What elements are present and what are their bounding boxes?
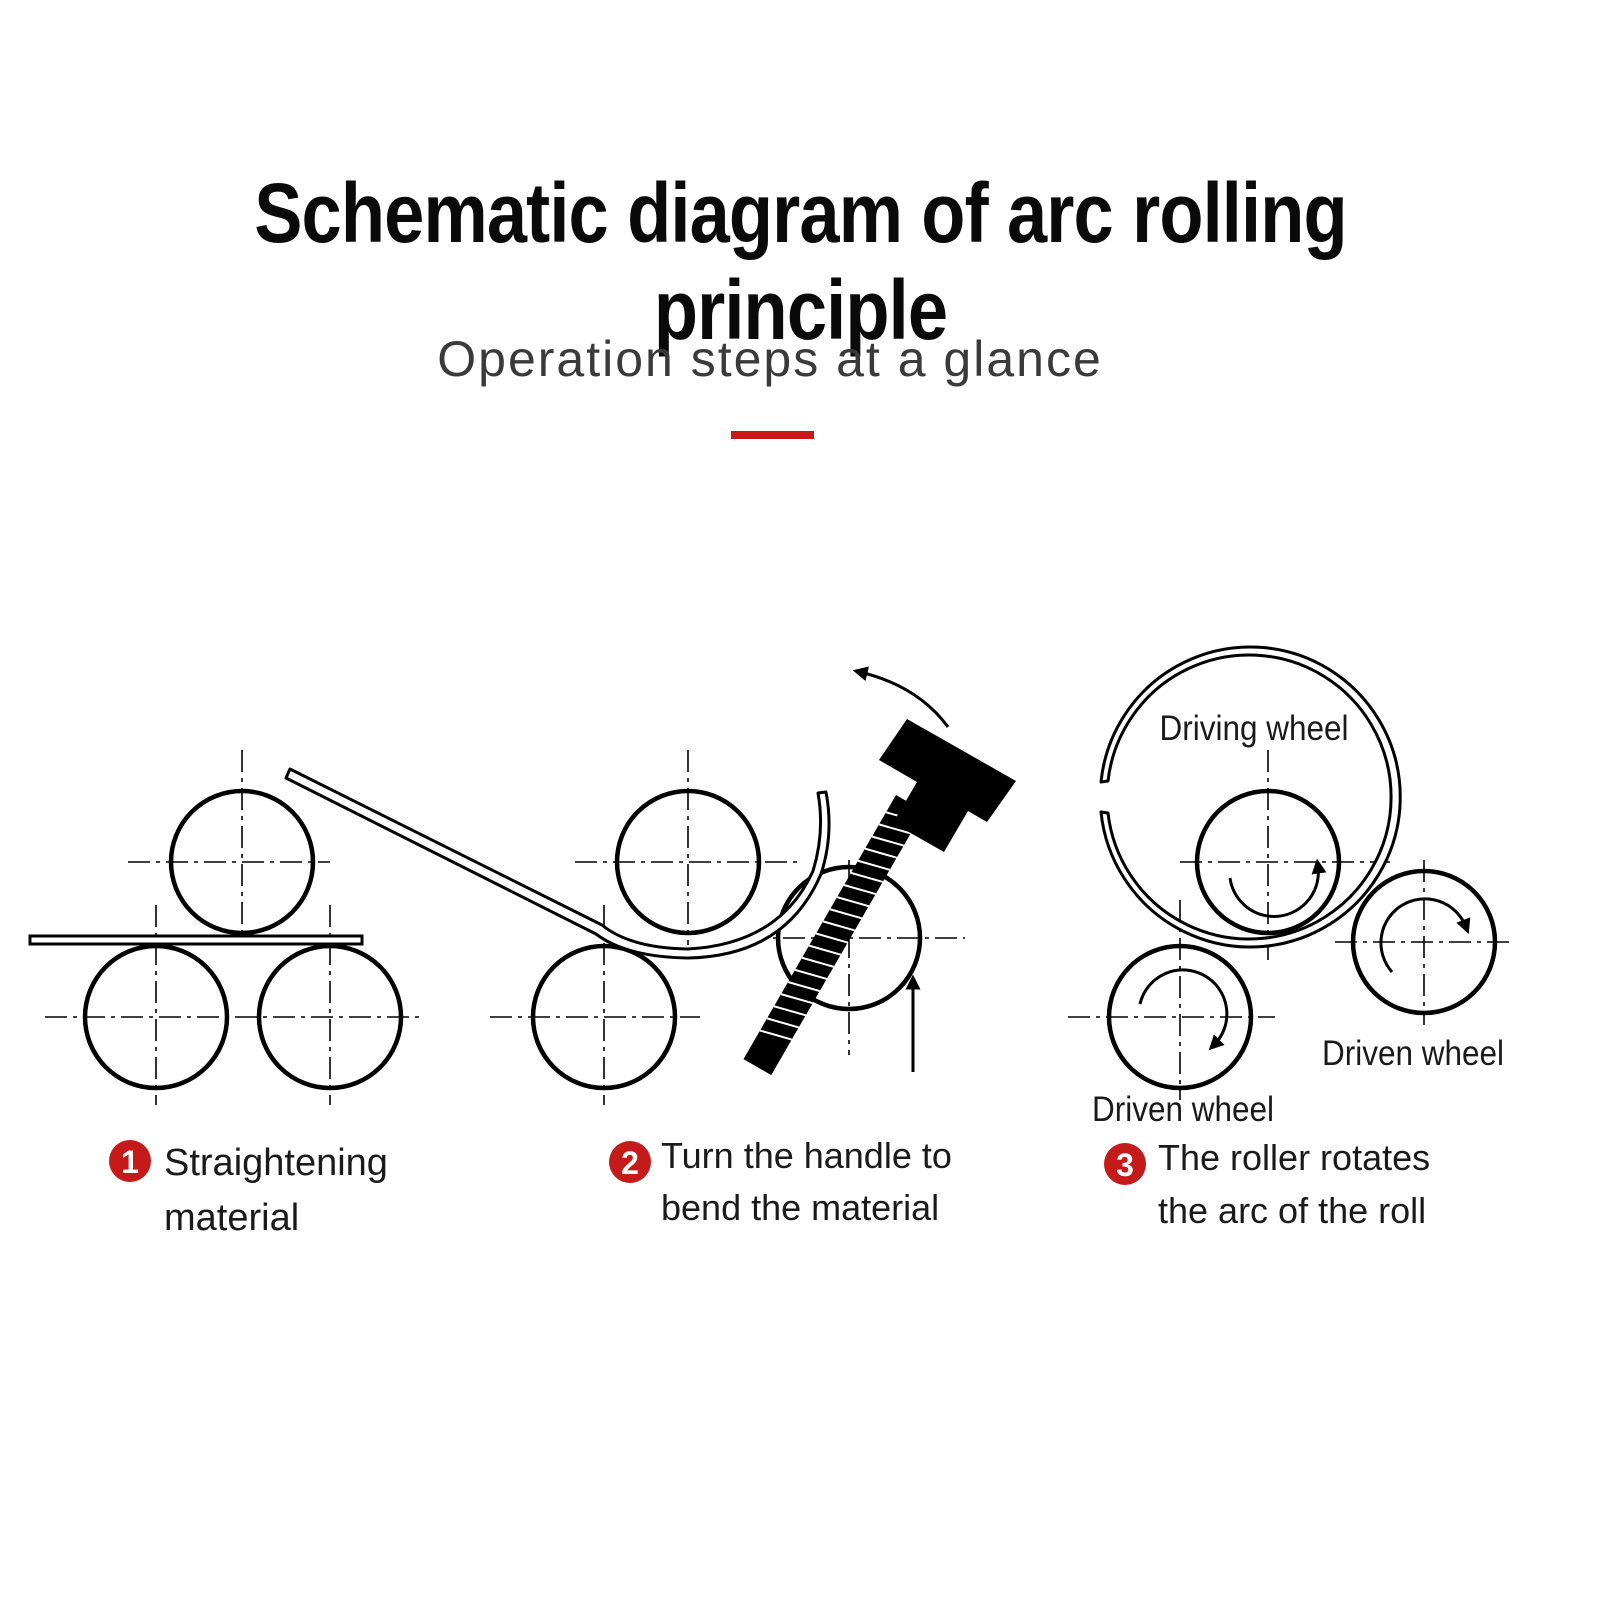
step2-pressure-roller: [775, 864, 923, 1012]
step2-number-badge: [609, 1141, 651, 1183]
step1-caption: 1 Straightening material: [109, 1140, 388, 1239]
step2-bending-material: [284, 767, 831, 960]
step1-flat-material: [28, 934, 364, 946]
step3-diagram: Driving wheel Driven wheel Driven wheel: [1068, 645, 1510, 1130]
accent-divider: [731, 431, 814, 439]
step3-number-badge: [1104, 1143, 1146, 1185]
step1-centerlines: [45, 750, 425, 1105]
step2-line2: bend the material: [661, 1187, 939, 1228]
step1-line1: Straightening: [164, 1142, 388, 1184]
step2-diagram: [284, 666, 1016, 1105]
page-title: Schematic diagram of arc rolling princip…: [254, 166, 1347, 357]
driven-wheel-left-circle: [1106, 943, 1254, 1091]
driven-left-rotation-arrow: [1138, 968, 1229, 1051]
step1-line2: material: [164, 1197, 299, 1239]
step3-line2: the arc of the roll: [1158, 1190, 1426, 1231]
page-subtitle: Operation steps at a glance: [437, 331, 1103, 387]
driven-wheel-right-circle: [1350, 868, 1498, 1016]
driving-rotation-arrow: [1228, 858, 1327, 918]
driven-wheel-right-label: Driven wheel: [1322, 1035, 1504, 1074]
step2-caption: 2 Turn the handle to bend the material: [609, 1135, 952, 1228]
handle-rotate-arrow: [852, 666, 950, 728]
step3-centerlines: [1068, 750, 1510, 1100]
step3-line1: The roller rotates: [1158, 1137, 1430, 1178]
step1-diagram: [28, 750, 425, 1105]
step1-number-badge: [109, 1140, 151, 1182]
driving-wheel-circle: [1194, 788, 1342, 936]
step3-number: 3: [1116, 1147, 1134, 1183]
step2-line1: Turn the handle to: [661, 1135, 952, 1176]
step2-top-roller: [614, 788, 762, 936]
step2-centerlines: [490, 750, 965, 1105]
step1-number: 1: [121, 1144, 139, 1180]
rolled-arc-material: [1099, 645, 1402, 949]
driven-right-rotation-arrow: [1379, 897, 1471, 973]
step1-top-roller: [168, 788, 316, 936]
handle-knob: [879, 719, 1016, 852]
step2-number: 2: [621, 1145, 639, 1181]
step1-bottom-left-roller: [82, 943, 230, 1091]
step2-bottom-roller: [530, 943, 678, 1091]
step3-caption: 3 The roller rotates the arc of the roll: [1104, 1137, 1430, 1231]
driving-wheel-label: Driving wheel: [1159, 710, 1348, 749]
driven-wheel-left-label: Driven wheel: [1092, 1091, 1274, 1130]
step1-bottom-right-roller: [256, 943, 404, 1091]
